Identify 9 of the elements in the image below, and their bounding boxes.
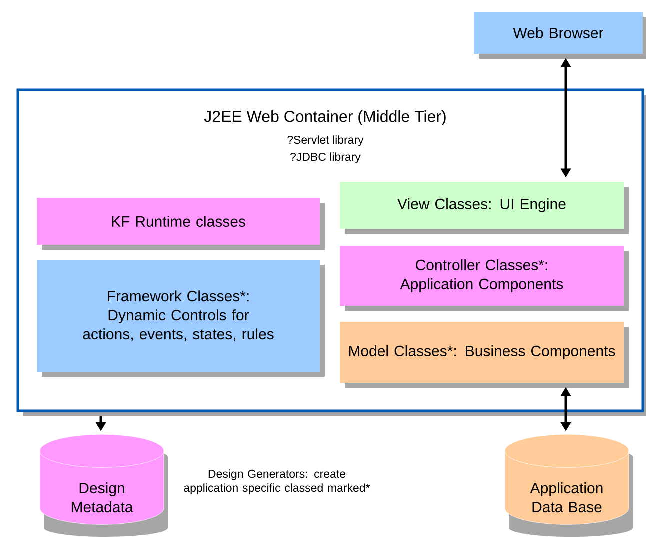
class-box: Model Classes*: Business Components <box>340 322 629 388</box>
database-cylinder: Design Metadata <box>40 434 168 537</box>
database-cylinder: Application Data Base <box>504 434 633 537</box>
class-box: Web Browser <box>474 12 646 59</box>
note-text: Design Generators: create application specific classed marked* <box>184 470 370 494</box>
class-box: Framework Classes*: Dynamic Controls for actions, events, states, rules <box>37 260 325 377</box>
class-box: View Classes: UI Engine <box>340 182 629 234</box>
class-box: KF Runtime classes <box>37 198 325 250</box>
class-box: Controller Classes*: Application Components <box>340 246 629 311</box>
